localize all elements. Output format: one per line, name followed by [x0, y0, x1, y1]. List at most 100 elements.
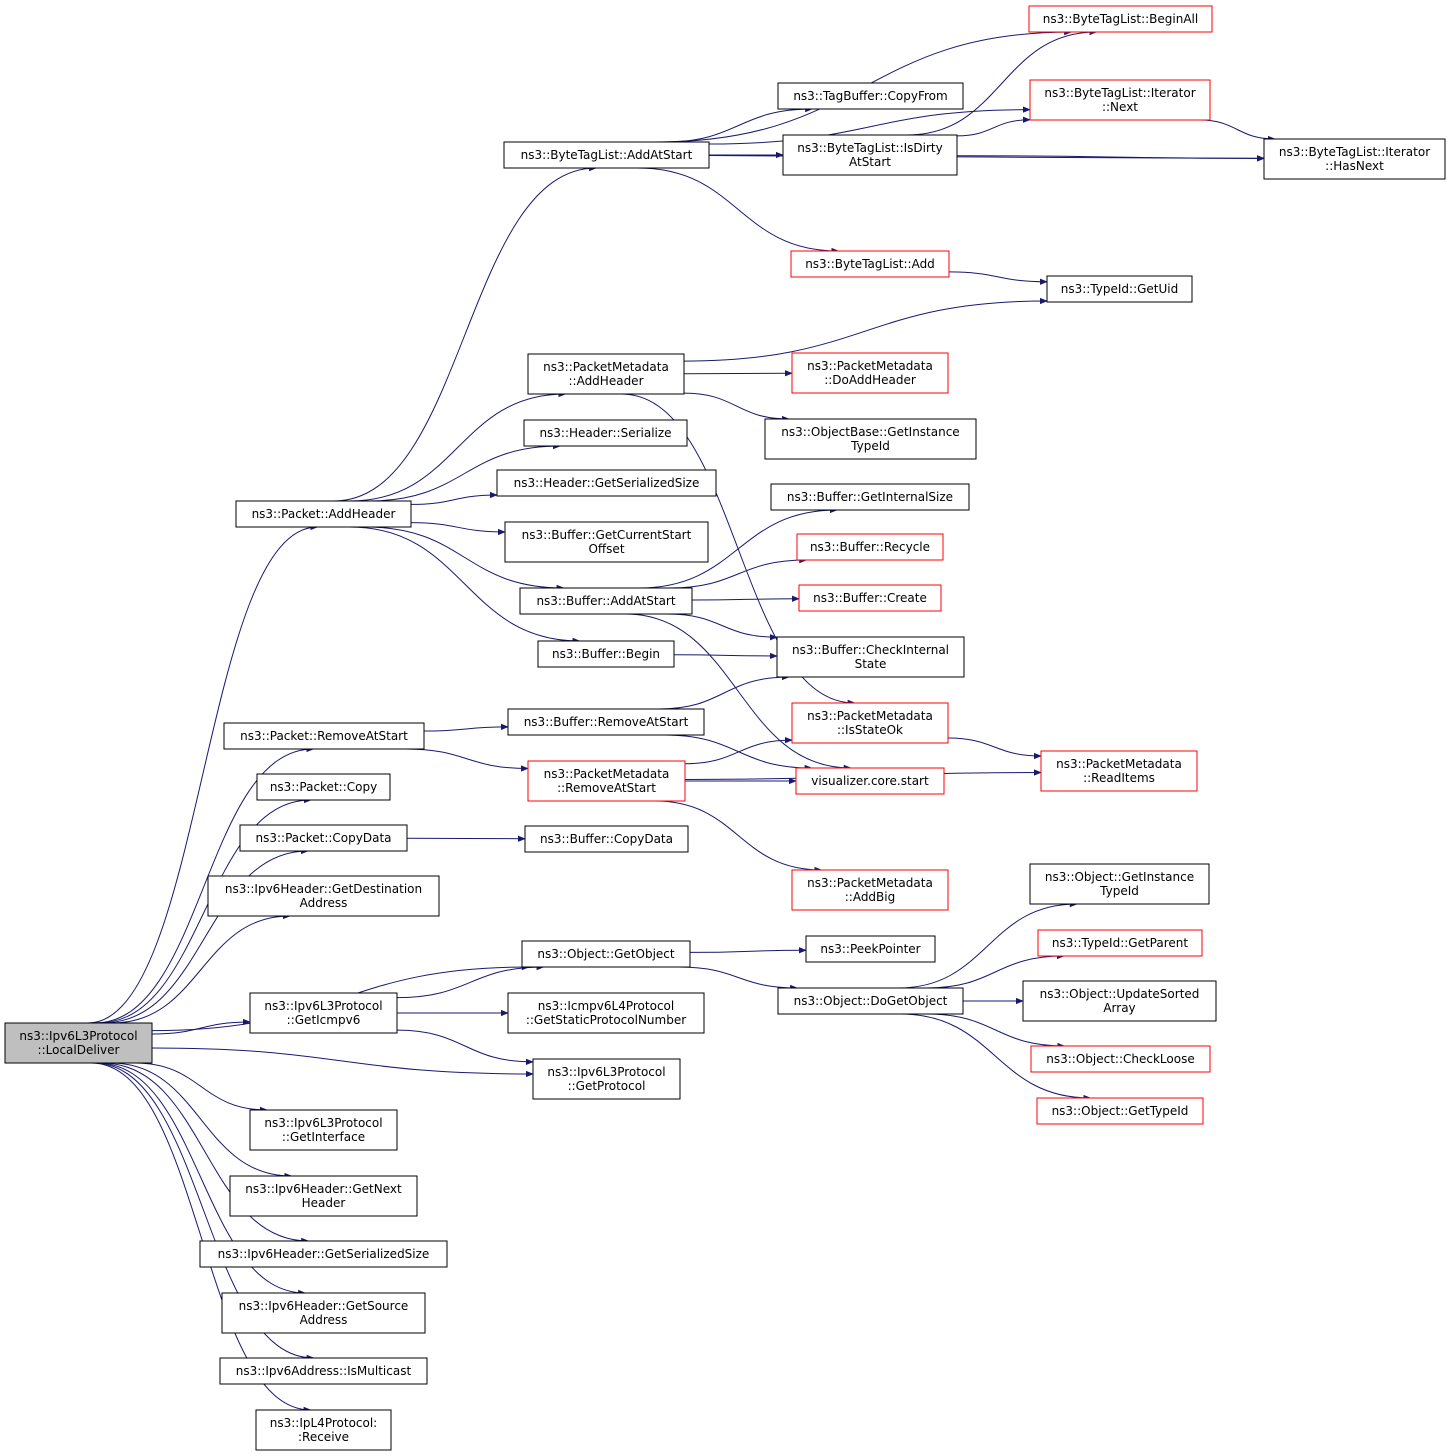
node-pm_addheader[interactable]: ns3::PacketMetadata::AddHeader: [527, 353, 685, 395]
node-pm_addbig[interactable]: ns3::PacketMetadata::AddBig: [791, 869, 949, 911]
node-btl_add[interactable]: ns3::ByteTagList::Add: [790, 250, 950, 278]
node-o_getobject[interactable]: ns3::Object::GetObject: [521, 940, 691, 968]
node-box: [519, 587, 693, 615]
node-b_begin[interactable]: ns3::Buffer::Begin: [537, 640, 675, 668]
edge-removeatstart-to-b_removeatstart: [423, 723, 509, 732]
node-box: [235, 500, 412, 528]
node-box: [805, 935, 936, 963]
node-box: [798, 584, 942, 612]
node-ismulticast[interactable]: ns3::Ipv6Address::IsMulticast: [219, 1357, 428, 1385]
node-b_recycle[interactable]: ns3::Buffer::Recycle: [796, 533, 944, 561]
node-geticmpv6[interactable]: ns3::Ipv6L3Protocol::GetIcmpv6: [249, 992, 398, 1034]
node-label: ns3::PeekPointer: [820, 942, 920, 956]
node-box: [1029, 863, 1210, 905]
edge-removeatstart-to-pm_removeatstart: [405, 748, 529, 772]
edge-o_getobject-to-o_dogetobject: [679, 966, 799, 992]
edge-btl_isdirty-to-btl_it_hasnext: [956, 155, 1265, 162]
node-tid_getparent[interactable]: ns3::TypeId::GetParent: [1037, 929, 1203, 957]
node-b_getinternalsize[interactable]: ns3::Buffer::GetInternalSize: [770, 483, 970, 511]
node-label: Offset: [588, 542, 624, 556]
node-label: ns3::Buffer::GetCurrentStart: [522, 528, 692, 542]
node-o_checkloose[interactable]: ns3::Object::CheckLoose: [1030, 1045, 1211, 1073]
edge-root-to-getprotocol: [151, 1047, 534, 1078]
node-pm_removeatstart[interactable]: ns3::PacketMetadata::RemoveAtStart: [527, 760, 686, 802]
node-pm_doaddheader[interactable]: ns3::PacketMetadata::DoAddHeader: [791, 352, 949, 394]
node-label: State: [855, 657, 887, 671]
node-label: ns3::Header::GetSerializedSize: [514, 476, 700, 490]
node-addheader[interactable]: ns3::Packet::AddHeader: [235, 500, 412, 528]
node-label: ::LocalDeliver: [38, 1043, 120, 1057]
node-root[interactable]: ns3::Ipv6L3Protocol::LocalDeliver: [4, 1022, 153, 1064]
edge-b_addatstart-to-b_recycle: [669, 556, 808, 589]
node-label: ns3::Object::GetTypeId: [1052, 1104, 1189, 1118]
node-label: ns3::Buffer::Begin: [552, 647, 660, 661]
node-getprotocol[interactable]: ns3::Ipv6L3Protocol::GetProtocol: [532, 1058, 681, 1100]
edge-b_addatstart-to-b_checkinternal: [667, 613, 778, 641]
node-getinterface[interactable]: ns3::Ipv6L3Protocol::GetInterface: [249, 1109, 398, 1151]
node-btl_addatstart[interactable]: ns3::ByteTagList::AddAtStart: [503, 141, 710, 169]
node-box: [239, 824, 408, 852]
node-h_getsersize[interactable]: ns3::Header::GetSerializedSize: [496, 469, 717, 497]
node-peekpointer[interactable]: ns3::PeekPointer: [805, 935, 936, 963]
node-label: visualizer.core.start: [811, 774, 929, 788]
node-o_dogetobject[interactable]: ns3::Object::DoGetObject: [777, 987, 964, 1015]
edge-root-to-geticmpv6: [151, 1018, 251, 1035]
edge-geticmpv6-to-getprotocol: [396, 1029, 534, 1066]
node-o_gettypeid[interactable]: ns3::Object::GetTypeId: [1036, 1097, 1204, 1125]
node-box: [770, 483, 970, 511]
node-label: ns3::IpL4Protocol:: [270, 1416, 377, 1430]
node-box: [1046, 275, 1193, 303]
node-box: [777, 82, 964, 110]
node-b_create[interactable]: ns3::Buffer::Create: [798, 584, 942, 612]
node-pcopy[interactable]: ns3::Packet::Copy: [256, 773, 391, 801]
node-box: [207, 875, 440, 917]
node-label: ::AddHeader: [568, 374, 643, 388]
node-removeatstart[interactable]: ns3::Packet::RemoveAtStart: [223, 722, 425, 750]
node-v6sersize[interactable]: ns3::Ipv6Header::GetSerializedSize: [199, 1240, 448, 1268]
node-box: [1040, 750, 1198, 792]
node-btl_it_hasnext[interactable]: ns3::ByteTagList::Iterator::HasNext: [1263, 138, 1446, 180]
node-receive[interactable]: ns3::IpL4Protocol::Receive: [255, 1409, 392, 1451]
node-label: Address: [300, 1313, 348, 1327]
node-label: ns3::PacketMetadata: [1056, 757, 1182, 771]
node-b_copydata[interactable]: ns3::Buffer::CopyData: [524, 825, 689, 853]
node-label: ::ReadItems: [1083, 771, 1155, 785]
node-btl_beginall[interactable]: ns3::ByteTagList::BeginAll: [1028, 5, 1213, 33]
node-viz_start[interactable]: visualizer.core.start: [795, 767, 945, 795]
node-label: ns3::PacketMetadata: [543, 360, 669, 374]
node-box: [521, 940, 691, 968]
node-label: TypeId: [1099, 884, 1139, 898]
node-pm_readitems[interactable]: ns3::PacketMetadata::ReadItems: [1040, 750, 1198, 792]
node-box: [221, 1292, 426, 1334]
node-h_serialize[interactable]: ns3::Header::Serialize: [523, 419, 688, 447]
node-b_removeatstart[interactable]: ns3::Buffer::RemoveAtStart: [507, 708, 705, 736]
node-box: [795, 767, 945, 795]
node-label: ns3::Object::DoGetObject: [794, 994, 948, 1008]
edge-root-to-pcopy: [97, 796, 312, 1024]
node-icmp_getstatic[interactable]: ns3::Icmpv6L4Protocol::GetStaticProtocol…: [507, 992, 705, 1034]
node-tb_copyfrom[interactable]: ns3::TagBuffer::CopyFrom: [777, 82, 964, 110]
node-label: ns3::Buffer::GetInternalSize: [787, 490, 953, 504]
edge-addheader-to-b_begin: [349, 526, 581, 645]
node-b_addatstart[interactable]: ns3::Buffer::AddAtStart: [519, 587, 693, 615]
node-layer: ns3::Ipv6L3Protocol::LocalDeliver ns3::Pa…: [4, 5, 1446, 1451]
node-label: ns3::Packet::CopyData: [255, 831, 391, 845]
edge-addheader-to-btl_addatstart: [333, 164, 598, 502]
node-btl_it_next[interactable]: ns3::ByteTagList::Iterator::Next: [1029, 79, 1211, 121]
node-label: ::GetStaticProtocolNumber: [526, 1013, 686, 1027]
edge-root-to-getnext: [110, 1062, 293, 1180]
node-tid_getuid[interactable]: ns3::TypeId::GetUid: [1046, 275, 1193, 303]
node-pcopydata[interactable]: ns3::Packet::CopyData: [239, 824, 408, 852]
node-label: ns3::PacketMetadata: [807, 359, 933, 373]
node-pm_isstateok[interactable]: ns3::PacketMetadata::IsStateOk: [791, 702, 949, 744]
